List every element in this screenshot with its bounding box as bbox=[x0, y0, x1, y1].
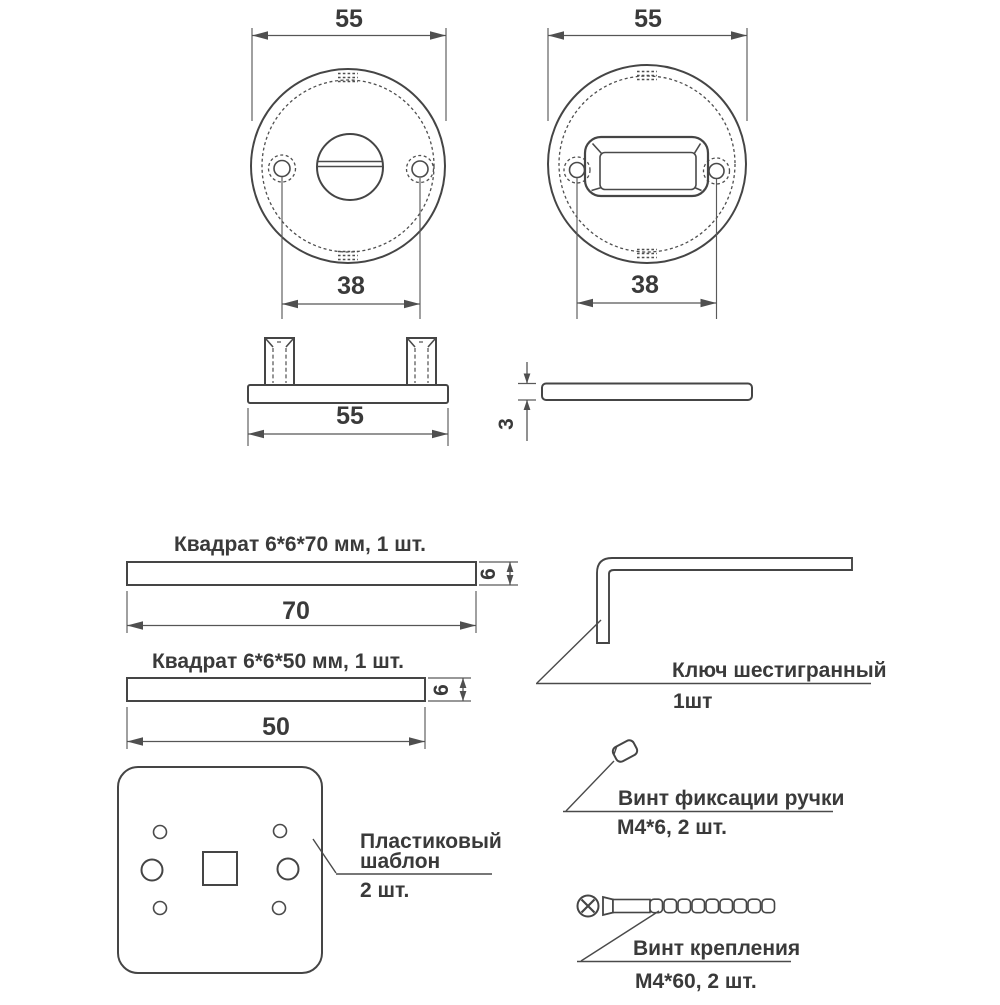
thumbturn-rosette-front-view: 55 38 bbox=[547, 5, 748, 319]
template-hole-large-right bbox=[276, 857, 300, 881]
rosette-knurl-ring bbox=[558, 75, 736, 253]
mounting-screw-leader-line bbox=[580, 910, 660, 962]
dimension-diameter-55: 55 bbox=[251, 5, 447, 121]
fixing-screw-label: Винт фиксации ручки bbox=[618, 787, 844, 810]
template-label-line1: Пластиковый bbox=[360, 830, 502, 853]
fixing-screw-spec: М4*6, 2 шт. bbox=[617, 816, 727, 839]
dimension-length-50: 50 bbox=[126, 707, 426, 749]
dimension-section-6: 6 bbox=[428, 677, 471, 702]
template-qty: 2 шт. bbox=[360, 879, 409, 902]
dimension-value: 3 bbox=[495, 418, 518, 430]
dimension-diameter-55: 55 bbox=[547, 5, 748, 121]
set-screw-shape bbox=[611, 739, 639, 763]
baseplate-profile bbox=[247, 384, 449, 404]
dimension-value: 50 bbox=[262, 713, 290, 741]
template-plate bbox=[117, 766, 323, 974]
dimension-value: 38 bbox=[337, 272, 365, 300]
dimension-width-55: 55 bbox=[247, 402, 449, 446]
spindle-50-drawing: Квадрат 6*6*50 мм, 1 шт. 6 50 bbox=[126, 650, 471, 749]
template-leader-line bbox=[312, 838, 337, 874]
screw-side-view bbox=[602, 895, 776, 917]
mounting-screw-label: Винт крепления bbox=[633, 937, 800, 960]
template-label-line2: шаблон bbox=[360, 850, 440, 873]
template-hole-small-top-left bbox=[152, 824, 168, 840]
dimension-value: 55 bbox=[634, 5, 662, 33]
spindle-70-bar bbox=[126, 561, 477, 586]
spindle-50-bar bbox=[126, 677, 426, 702]
dimension-value: 70 bbox=[282, 597, 310, 625]
dimension-value: 55 bbox=[335, 5, 363, 33]
plastic-template-drawing: Пластиковый шаблон 2 шт. bbox=[117, 766, 502, 974]
mounting-screw-spec: М4*60, 2 шт. bbox=[635, 970, 757, 993]
dimension-length-70: 70 bbox=[126, 591, 477, 633]
template-square-hole bbox=[202, 851, 238, 886]
template-hole-large-left bbox=[140, 858, 164, 882]
hex-key-drawing: Ключ шестигранный 1шт bbox=[536, 557, 887, 713]
template-hole-small-bottom-right bbox=[271, 900, 287, 916]
screw-hole-left bbox=[267, 154, 297, 183]
thumbturn-knob bbox=[583, 135, 710, 198]
dimension-section-6: 6 bbox=[477, 561, 518, 586]
hex-key-qty: 1шт bbox=[673, 690, 712, 713]
fixing-screw-drawing: Винт фиксации ручки М4*6, 2 шт. bbox=[563, 739, 844, 839]
spindle-50-label: Квадрат 6*6*50 мм, 1 шт. bbox=[152, 650, 404, 673]
spindle-70-drawing: Квадрат 6*6*70 мм, 1 шт. 6 70 bbox=[126, 533, 518, 633]
release-rosette-front-view: 55 38 bbox=[250, 5, 447, 319]
hex-key-label: Ключ шестигранный bbox=[672, 659, 887, 682]
hex-key-leader-line bbox=[536, 619, 602, 684]
dimension-value: 6 bbox=[477, 568, 500, 580]
dimension-hole-spacing-38: 38 bbox=[281, 177, 421, 319]
mounting-post-left bbox=[264, 337, 295, 386]
mounting-screw-drawing: Винт крепления М4*60, 2 шт. bbox=[576, 894, 800, 993]
fixing-screw-leader-line bbox=[565, 760, 615, 812]
template-hole-small-bottom-left bbox=[152, 900, 168, 916]
mounting-post-right bbox=[406, 337, 437, 386]
rosette-side-view-with-posts: 55 bbox=[247, 337, 449, 446]
screw-head-face bbox=[576, 894, 600, 918]
dimension-hole-spacing-38: 38 bbox=[576, 178, 718, 319]
template-hole-small-top-right bbox=[272, 823, 288, 839]
dimension-value: 55 bbox=[336, 402, 364, 430]
cover-plate-side-view: 3 bbox=[495, 362, 753, 441]
dimension-value: 38 bbox=[631, 271, 659, 299]
rosette-outer-edge bbox=[250, 68, 446, 264]
plate-profile bbox=[541, 382, 753, 401]
dimension-value: 6 bbox=[430, 684, 453, 696]
rosette-outer-edge bbox=[547, 64, 747, 264]
dimension-thickness-3: 3 bbox=[495, 362, 536, 441]
screw-hole-right bbox=[405, 154, 435, 184]
hex-key-shape bbox=[596, 557, 853, 644]
spindle-70-label: Квадрат 6*6*70 мм, 1 шт. bbox=[174, 533, 426, 556]
